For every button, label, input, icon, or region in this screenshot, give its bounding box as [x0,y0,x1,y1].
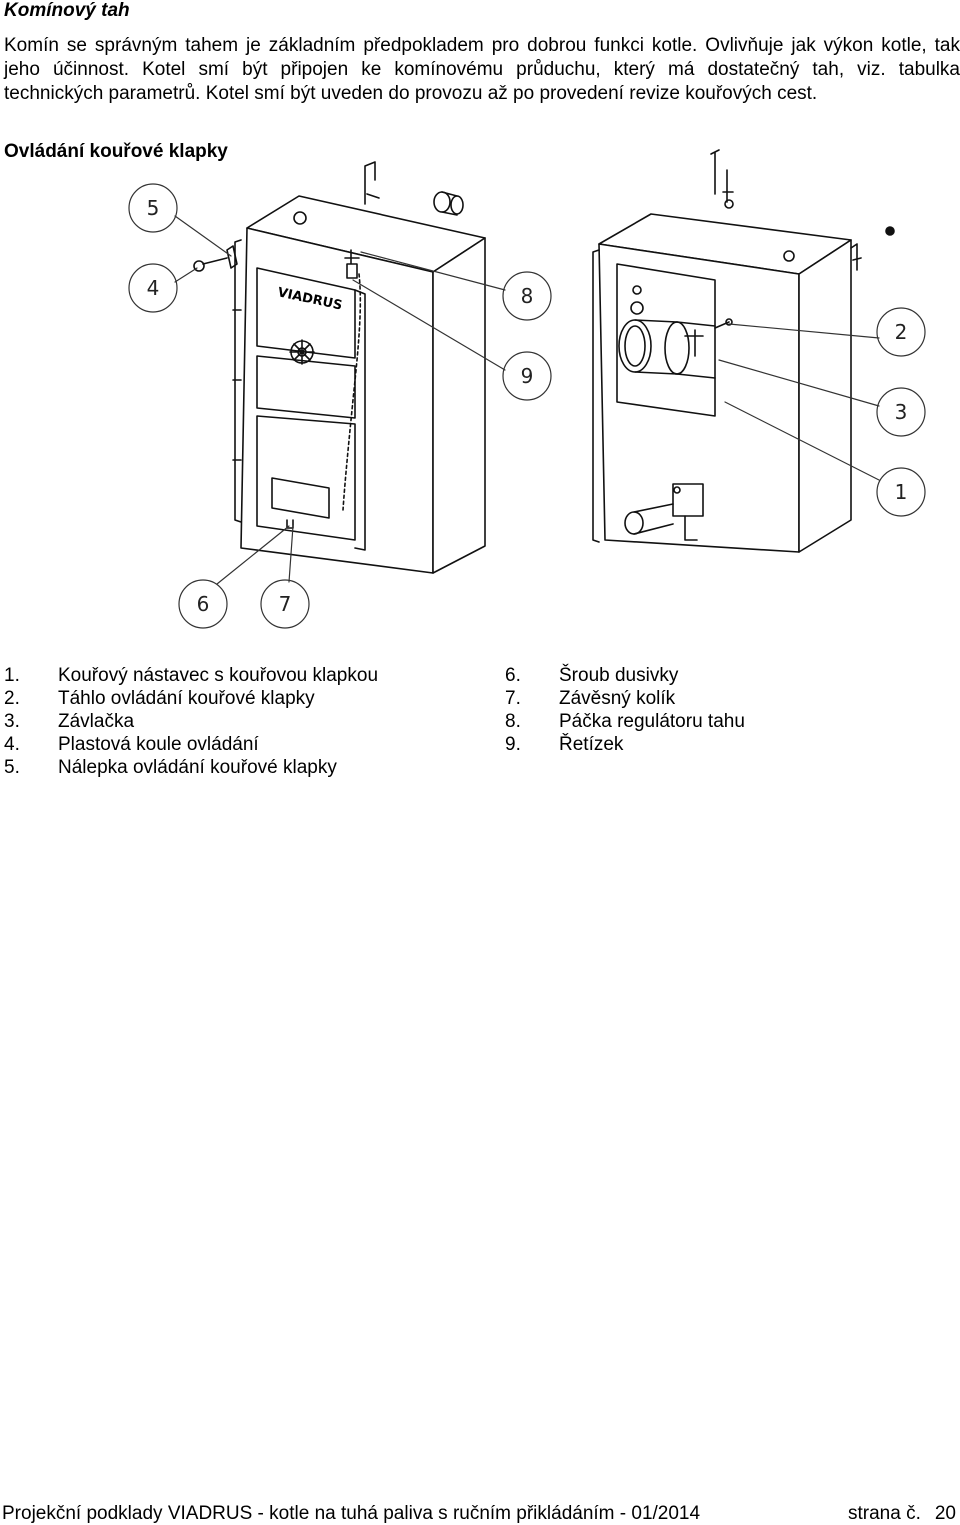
front-boiler-drawing [193,161,486,574]
callout-3: 3 [895,400,908,424]
legend-number: 7. [505,688,521,709]
legend-item: 2. Táhlo ovládání kouřové klapky [4,687,378,710]
callout-5: 5 [147,196,160,220]
legend-text: Šroub dusivky [559,665,679,686]
callout-7: 7 [279,592,292,616]
callout-6: 6 [197,592,210,616]
legend-text: Řetízek [559,734,624,755]
intro-paragraph: Komín se správným tahem je základním pře… [4,34,960,106]
figure-title: Ovládání kouřové klapky [4,141,228,162]
footer-document-title: Projekční podklady VIADRUS - kotle na tu… [2,1503,701,1524]
callout-2: 2 [895,320,908,344]
legend-number: 2. [4,688,20,709]
legend-item: 9. Řetízek [505,733,745,756]
legend-text: Táhlo ovládání kouřové klapky [58,688,315,709]
callout-1: 1 [895,480,908,504]
legend-number: 4. [4,734,20,755]
legend-text: Závěsný kolík [559,688,676,709]
legend-item: 7. Závěsný kolík [505,687,745,710]
legend-item: 5. Nálepka ovládání kouřové klapky [4,756,378,779]
callout-9: 9 [521,364,534,388]
footer-page-label: strana č. [847,1503,921,1524]
legend-item: 3. Závlačka [4,710,378,733]
legend-text: Závlačka [58,711,135,732]
paragraph-line-3: technických parametrů. Kotel smí být uve… [4,83,818,104]
legend-left: 1. Kouřový nástavec s kouřovou klapkou 2.… [4,664,378,779]
legend-item: 1. Kouřový nástavec s kouřovou klapkou [4,664,378,687]
rear-boiler-drawing [592,149,895,553]
footer-page-number: 20 [934,1503,956,1524]
callout-4: 4 [147,276,160,300]
legend-item: 8. Páčka regulátoru tahu [505,710,745,733]
legend-number: 9. [505,734,521,755]
legend-number: 1. [4,665,20,686]
footer-page: strana č. 20 [834,1503,956,1525]
legend-text: Plastová koule ovládání [58,734,259,755]
legend-number: 3. [4,711,20,732]
paragraph-line-2: jeho účinnost. Kotel smí být připojen ke… [4,59,960,80]
paragraph-line-1: Komín se správným tahem je základním pře… [4,35,960,56]
legend-item: 6. Šroub dusivky [505,664,745,687]
legend-text: Kouřový nástavec s kouřovou klapkou [58,665,379,686]
callout-8: 8 [521,284,534,308]
legend-number: 8. [505,711,521,732]
legend-text: Nálepka ovládání kouřové klapky [58,757,337,778]
boiler-diagram: VIADRUS 5 4 8 9 2 3 1 6 7 [128,149,926,629]
section-heading: Komínový tah [4,0,130,21]
legend-text: Páčka regulátoru tahu [559,711,745,732]
legend-item: 4. Plastová koule ovládání [4,733,378,756]
legend-right: 6. Šroub dusivky 7. Závěsný kolík 8. Páčka … [505,664,745,756]
legend-number: 5. [4,757,20,778]
legend-number: 6. [505,665,521,686]
